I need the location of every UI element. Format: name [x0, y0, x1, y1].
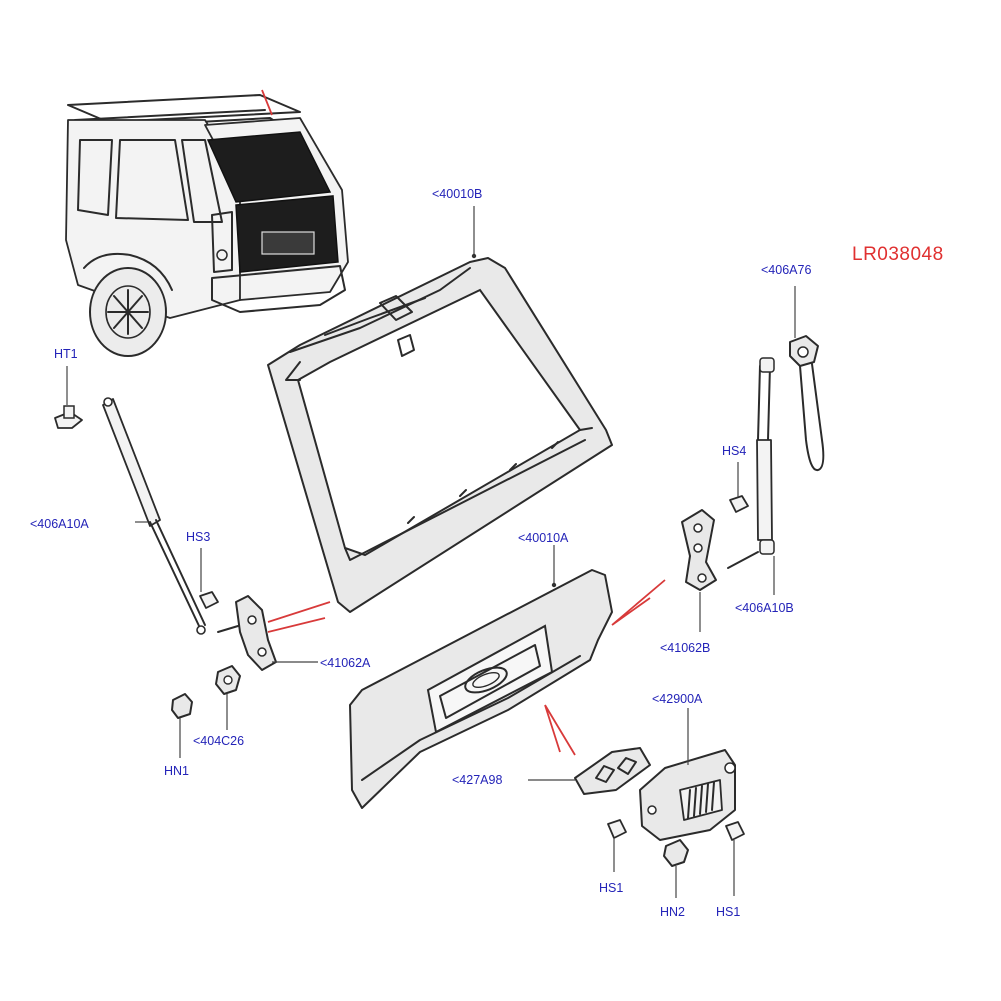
latch-assembly-part [639, 708, 736, 841]
callout-latch: <42900A [652, 692, 703, 706]
hn1-nut [171, 693, 193, 758]
callout-strut-right-top: <406A76 [761, 263, 811, 277]
callout-striker: <427A98 [452, 773, 502, 787]
left-gas-strut-part [102, 397, 206, 635]
hs3-bolt [199, 548, 219, 609]
hn2-nut [663, 839, 689, 898]
callout-ht1: HT1 [54, 347, 78, 361]
striker-part [528, 747, 651, 795]
callout-hinge-right: <41062B [660, 641, 710, 655]
callout-hs1-left: HS1 [599, 881, 623, 895]
vehicle-illustration [65, 89, 349, 357]
404c26-nut [215, 665, 241, 730]
ht1-fastener [54, 366, 83, 429]
callout-hn1: HN1 [164, 764, 189, 778]
left-hinge-part [217, 595, 318, 671]
right-top-strut-part [789, 286, 825, 472]
callout-tailgate-upper: <40010B [432, 187, 482, 201]
callout-strut-right: <406A10B [735, 601, 794, 615]
right-gas-strut-part [727, 357, 775, 595]
callout-hs3: HS3 [186, 530, 210, 544]
hs1-right-bolt [725, 821, 745, 896]
callout-hinge-left: <41062A [320, 656, 371, 670]
upper-tailgate-part [267, 206, 613, 613]
callout-tailgate-lower: <40010A [518, 531, 569, 545]
red-indicator-line [261, 89, 273, 116]
callout-nut-left: <404C26 [193, 734, 244, 748]
callout-hn2: HN2 [660, 905, 685, 919]
hs1-left-bolt [607, 819, 627, 872]
callout-hs1-right: HS1 [716, 905, 740, 919]
lower-tailgate-part [267, 545, 666, 809]
reference-id-label: LR038048 [852, 244, 944, 265]
callout-hs4: HS4 [722, 444, 746, 458]
hs4-bolt [729, 462, 749, 513]
right-hinge-part [681, 509, 717, 632]
callout-strut-left: <406A10A [30, 517, 89, 531]
